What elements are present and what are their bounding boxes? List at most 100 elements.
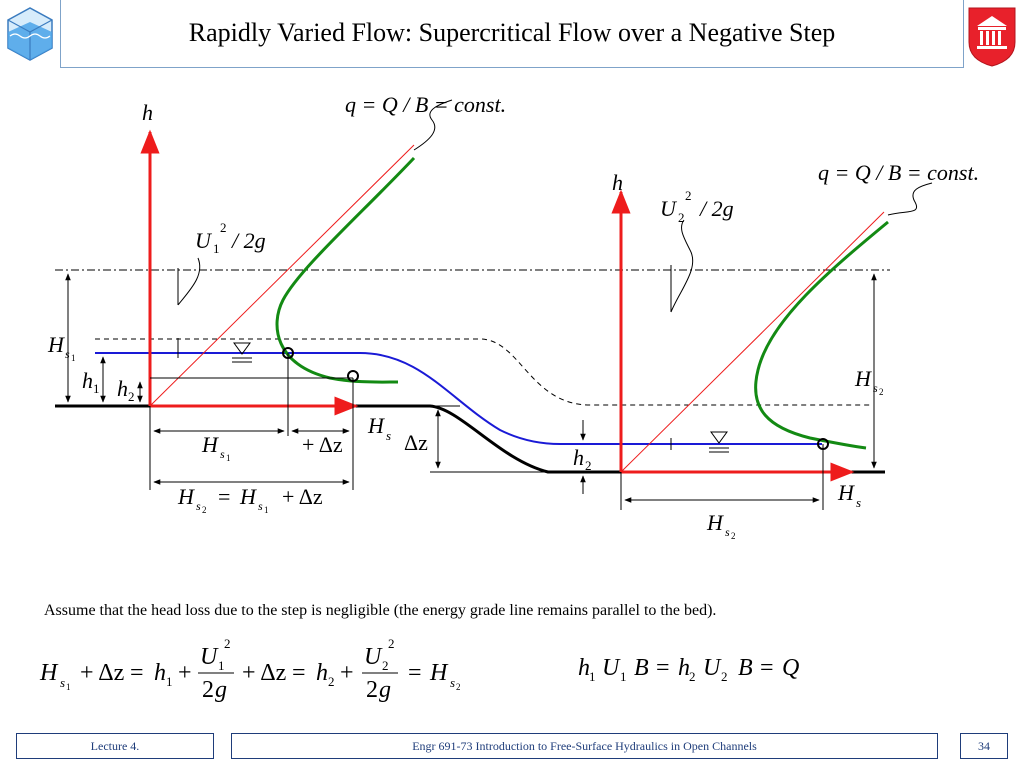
svg-text:s: s [65, 347, 70, 361]
svg-text:s: s [196, 499, 201, 513]
svg-text:1: 1 [71, 353, 76, 363]
svg-text:1: 1 [213, 241, 220, 256]
svg-text:s: s [856, 495, 861, 510]
svg-text:=: = [656, 655, 670, 681]
label-h2-left: h [117, 376, 128, 401]
svg-text:2: 2 [202, 505, 207, 515]
svg-text:1: 1 [264, 505, 269, 515]
label-Hs2-right: H [854, 366, 872, 391]
svg-text:s: s [873, 381, 878, 395]
svg-text:1: 1 [66, 682, 71, 692]
svg-text:g: g [379, 677, 391, 703]
negative-step-flow-diagram: h q = Q / B = const. h q = Q / B = const… [47, 92, 979, 541]
left-45deg-line [149, 144, 415, 407]
svg-text:2: 2 [731, 531, 736, 541]
svg-text:h: h [678, 655, 690, 681]
svg-text:+ Δz: + Δz [80, 660, 124, 686]
water-level-symbol-left [232, 342, 252, 363]
label-q-left: q = Q / B = const. [345, 92, 506, 117]
label-Hs2-bottom: H [706, 510, 724, 535]
slide-title: Rapidly Varied Flow: Supercritical Flow … [188, 18, 836, 47]
label-Hs-axis-left: H [367, 413, 385, 438]
svg-text:2: 2 [585, 458, 592, 473]
left-specific-energy-curve [275, 156, 416, 384]
svg-text:s: s [725, 525, 730, 539]
svg-text:U: U [364, 644, 383, 670]
channel-bed [55, 404, 620, 474]
svg-text:/ 2g: / 2g [230, 228, 266, 253]
header-frame [60, 0, 964, 68]
svg-text:2: 2 [220, 220, 227, 235]
label-Hs2-eq: H [177, 484, 195, 509]
svg-text:h: h [316, 660, 328, 686]
label-h1: h [82, 368, 93, 393]
svg-text:+: + [178, 660, 192, 686]
label-h2-right: h [573, 445, 584, 470]
svg-text:h: h [578, 655, 590, 681]
svg-text:s: s [220, 447, 225, 461]
dashed-specific-energy-line [95, 338, 870, 406]
right-specific-energy-curve [754, 220, 889, 450]
svg-text:U: U [703, 655, 722, 681]
svg-text:h: h [154, 660, 166, 686]
label-h-left: h [142, 100, 153, 125]
footer-page-number: 34 [960, 733, 1008, 759]
label-q-right: q = Q / B = const. [818, 160, 979, 185]
svg-text:H: H [239, 484, 257, 509]
svg-text:2: 2 [879, 387, 884, 397]
water-tank-logo-icon [7, 7, 53, 61]
label-Hs1-left: H [47, 332, 65, 357]
svg-text:s: s [386, 428, 391, 443]
svg-text:2: 2 [721, 669, 728, 684]
svg-text:2: 2 [328, 674, 335, 689]
svg-text:2: 2 [128, 389, 135, 404]
svg-text:1: 1 [218, 658, 225, 673]
svg-text:=: = [292, 660, 306, 686]
svg-text:1: 1 [93, 381, 100, 396]
svg-text:s: s [258, 499, 263, 513]
svg-text:+ Δz: + Δz [282, 484, 323, 509]
svg-text:2: 2 [366, 677, 378, 703]
svg-text:2: 2 [456, 682, 461, 692]
svg-text:U: U [200, 644, 219, 670]
svg-text:=: = [408, 660, 422, 686]
water-surface [95, 352, 822, 445]
label-U2: U [660, 196, 678, 221]
label-Hs-axis-right: H [837, 480, 855, 505]
label-Hs1-bottom: H [201, 432, 219, 457]
footer-lecture: Lecture 4. [16, 733, 214, 759]
label-step-dz: Δz [404, 430, 428, 455]
svg-text:H: H [39, 660, 59, 686]
svg-text:2: 2 [689, 669, 696, 684]
svg-text:2: 2 [678, 210, 685, 225]
svg-text:2: 2 [202, 677, 214, 703]
svg-text:1: 1 [589, 669, 596, 684]
svg-text:2: 2 [685, 188, 692, 203]
label-h-right: h [612, 170, 623, 195]
svg-text:1: 1 [620, 669, 627, 684]
svg-text:+: + [340, 660, 354, 686]
svg-text:B: B [738, 655, 753, 681]
svg-text:2: 2 [224, 636, 231, 651]
svg-text:U: U [602, 655, 621, 681]
footer-course-title: Engr 691-73 Introduction to Free-Surface… [231, 733, 938, 759]
slide-header: Rapidly Varied Flow: Supercritical Flow … [0, 0, 1024, 70]
water-level-symbol-right [709, 431, 729, 453]
svg-text:2: 2 [382, 658, 389, 673]
label-plus-dz: + Δz [302, 432, 343, 457]
svg-text:s: s [60, 675, 65, 690]
svg-text:+ Δz: + Δz [242, 660, 286, 686]
svg-text:1: 1 [166, 674, 173, 689]
svg-text:=: = [218, 484, 230, 509]
svg-text:1: 1 [226, 453, 231, 463]
label-U1: U [195, 228, 213, 253]
svg-text:=: = [760, 655, 774, 681]
svg-text:/ 2g: / 2g [698, 196, 734, 221]
svg-text:Q: Q [782, 655, 799, 681]
svg-text:2: 2 [388, 636, 395, 651]
university-seal-icon [968, 7, 1016, 67]
svg-text:=: = [130, 660, 144, 686]
svg-text:s: s [450, 675, 455, 690]
svg-text:B: B [634, 655, 649, 681]
